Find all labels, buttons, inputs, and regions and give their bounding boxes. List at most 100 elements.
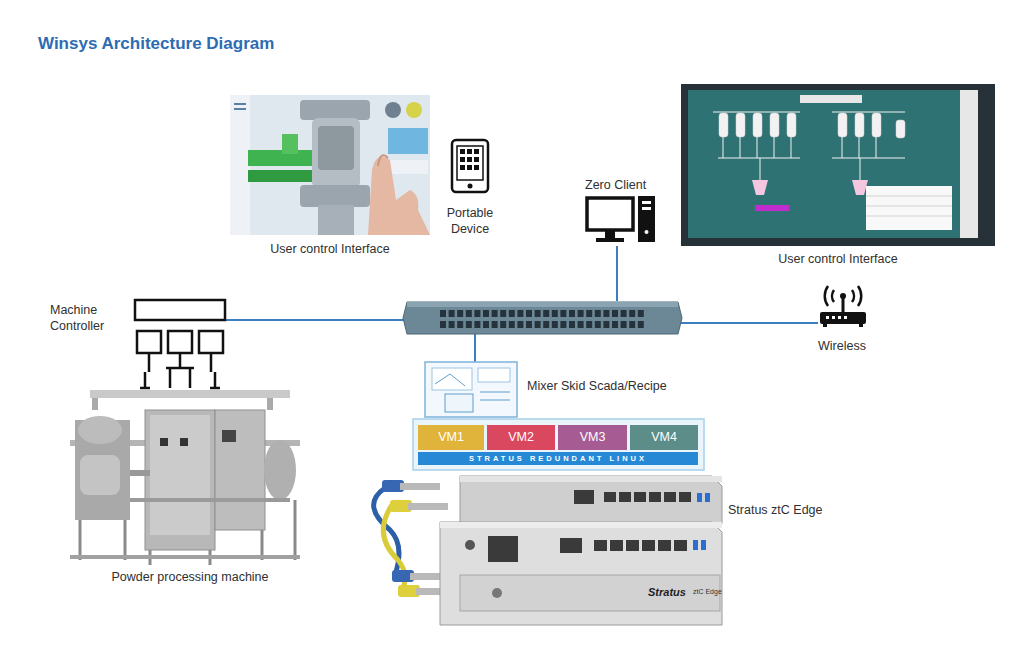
machine-controller-icon: [144, 372, 147, 388]
stratus-device: [440, 522, 722, 528]
vm-name: VM3: [580, 430, 606, 445]
stratus-device: [492, 588, 502, 598]
scada-screenshot: [866, 216, 952, 217]
stratus-device: [604, 492, 616, 502]
scada-screenshot: [791, 137, 792, 158]
screen-caption: User control Interface: [738, 252, 938, 268]
vm-box: VM2: [487, 425, 555, 450]
scada-screenshot: [752, 180, 768, 195]
machine-controller-icon: [135, 300, 225, 320]
network-switch: [535, 321, 541, 328]
tablet-screenshot: [312, 118, 360, 188]
network-switch: [403, 302, 682, 334]
wireless-icon: [820, 286, 866, 327]
stratus-device: [705, 493, 710, 502]
network-switch: [440, 310, 446, 317]
scada-screenshot: [755, 205, 789, 211]
network-switch: [629, 321, 635, 328]
portable-device-icon: [468, 184, 473, 189]
stratus-device: [560, 538, 582, 553]
network-switch: [517, 310, 523, 317]
powder-machine: [70, 390, 300, 565]
scada-screenshot: [718, 158, 800, 159]
zero-client-icon: [587, 196, 655, 242]
stratus-device: [374, 476, 722, 625]
scada-screenshot: [855, 113, 864, 137]
scada-screenshot: [876, 137, 877, 158]
powder-machine: [264, 440, 296, 500]
stratus-device: [634, 492, 646, 502]
network-switch: [595, 321, 601, 328]
scada-screenshot: [860, 158, 861, 180]
stratus-device: [460, 476, 722, 524]
device-label: Machine Controller: [50, 303, 122, 334]
wireless-icon: [826, 316, 829, 319]
zero-client-icon: [645, 230, 649, 234]
scada-icon: [480, 400, 510, 401]
network-switch: [474, 321, 480, 328]
portable-device-icon: [460, 149, 465, 154]
network-switch: [403, 302, 682, 334]
scada-screenshot: [896, 120, 905, 138]
stratus-device: [488, 536, 687, 562]
scada-icon: [445, 394, 473, 412]
stratus-device: [465, 540, 475, 550]
tablet-screenshot: [230, 95, 430, 235]
device-label: Zero Client: [585, 178, 675, 194]
network-wire: [474, 334, 476, 363]
machine-controller-icon: [199, 331, 223, 353]
scada-screenshot: [872, 113, 881, 137]
tablet-screenshot: [378, 155, 388, 166]
diagram-title: Winsys Architecture Diagram: [38, 34, 274, 54]
scada-screenshot: [800, 95, 862, 103]
scada-icon: [432, 368, 472, 390]
scada-screenshot: [787, 113, 796, 137]
network-switch: [492, 310, 498, 317]
network-switch: [509, 321, 515, 328]
stratus-device: [460, 476, 722, 482]
network-switch: [586, 310, 592, 317]
scada-icon: [425, 362, 517, 417]
wireless-icon: [842, 297, 845, 312]
stratus-device: [619, 492, 631, 502]
scada-icon: [480, 392, 510, 393]
tablet-screenshot: [318, 205, 354, 235]
stratus-device: [701, 540, 706, 550]
scada-screenshot: [681, 84, 995, 246]
scada-screenshot: [774, 137, 775, 158]
device-label: Stratus ztC Edge: [728, 503, 888, 519]
zero-client-icon: [642, 207, 651, 210]
vm-box: VM1: [418, 425, 484, 450]
brand-print: Stratus: [648, 585, 698, 599]
os-name: STRATUS REDUNDANT LINUX: [469, 454, 647, 464]
stratus-device: [410, 573, 444, 580]
portable-device-icon: [460, 157, 465, 162]
stratus-device: [400, 483, 440, 490]
network-switch: [586, 321, 592, 328]
tablet-screenshot: [385, 102, 401, 118]
portable-device-icon: [467, 165, 472, 170]
network-switch: [621, 310, 627, 317]
stratus-device: [626, 540, 639, 551]
scada-screenshot: [832, 158, 905, 159]
screen-caption: User control Interface: [230, 242, 430, 258]
machine-controller-icon: [135, 300, 225, 388]
machine-controller-icon: [189, 368, 192, 388]
scada-screenshot: [688, 90, 978, 238]
stratus-device: [574, 490, 691, 504]
stratus-device: [664, 492, 676, 502]
scada-screenshot: [719, 113, 728, 137]
scada-screenshot: [842, 137, 843, 158]
powder-machine: [79, 520, 82, 560]
vm-name: VM1: [438, 430, 464, 445]
wireless-icon: [823, 324, 827, 327]
machine-controller-icon: [214, 372, 217, 388]
network-switch: [526, 321, 532, 328]
stratus-device: [674, 540, 687, 551]
tablet-screenshot: [300, 185, 370, 207]
scada-icon: [425, 362, 517, 417]
scada-screenshot: [753, 113, 762, 137]
network-switch: [621, 321, 627, 328]
portable-device-icon: [452, 140, 488, 192]
machine-controller-icon: [137, 331, 161, 353]
